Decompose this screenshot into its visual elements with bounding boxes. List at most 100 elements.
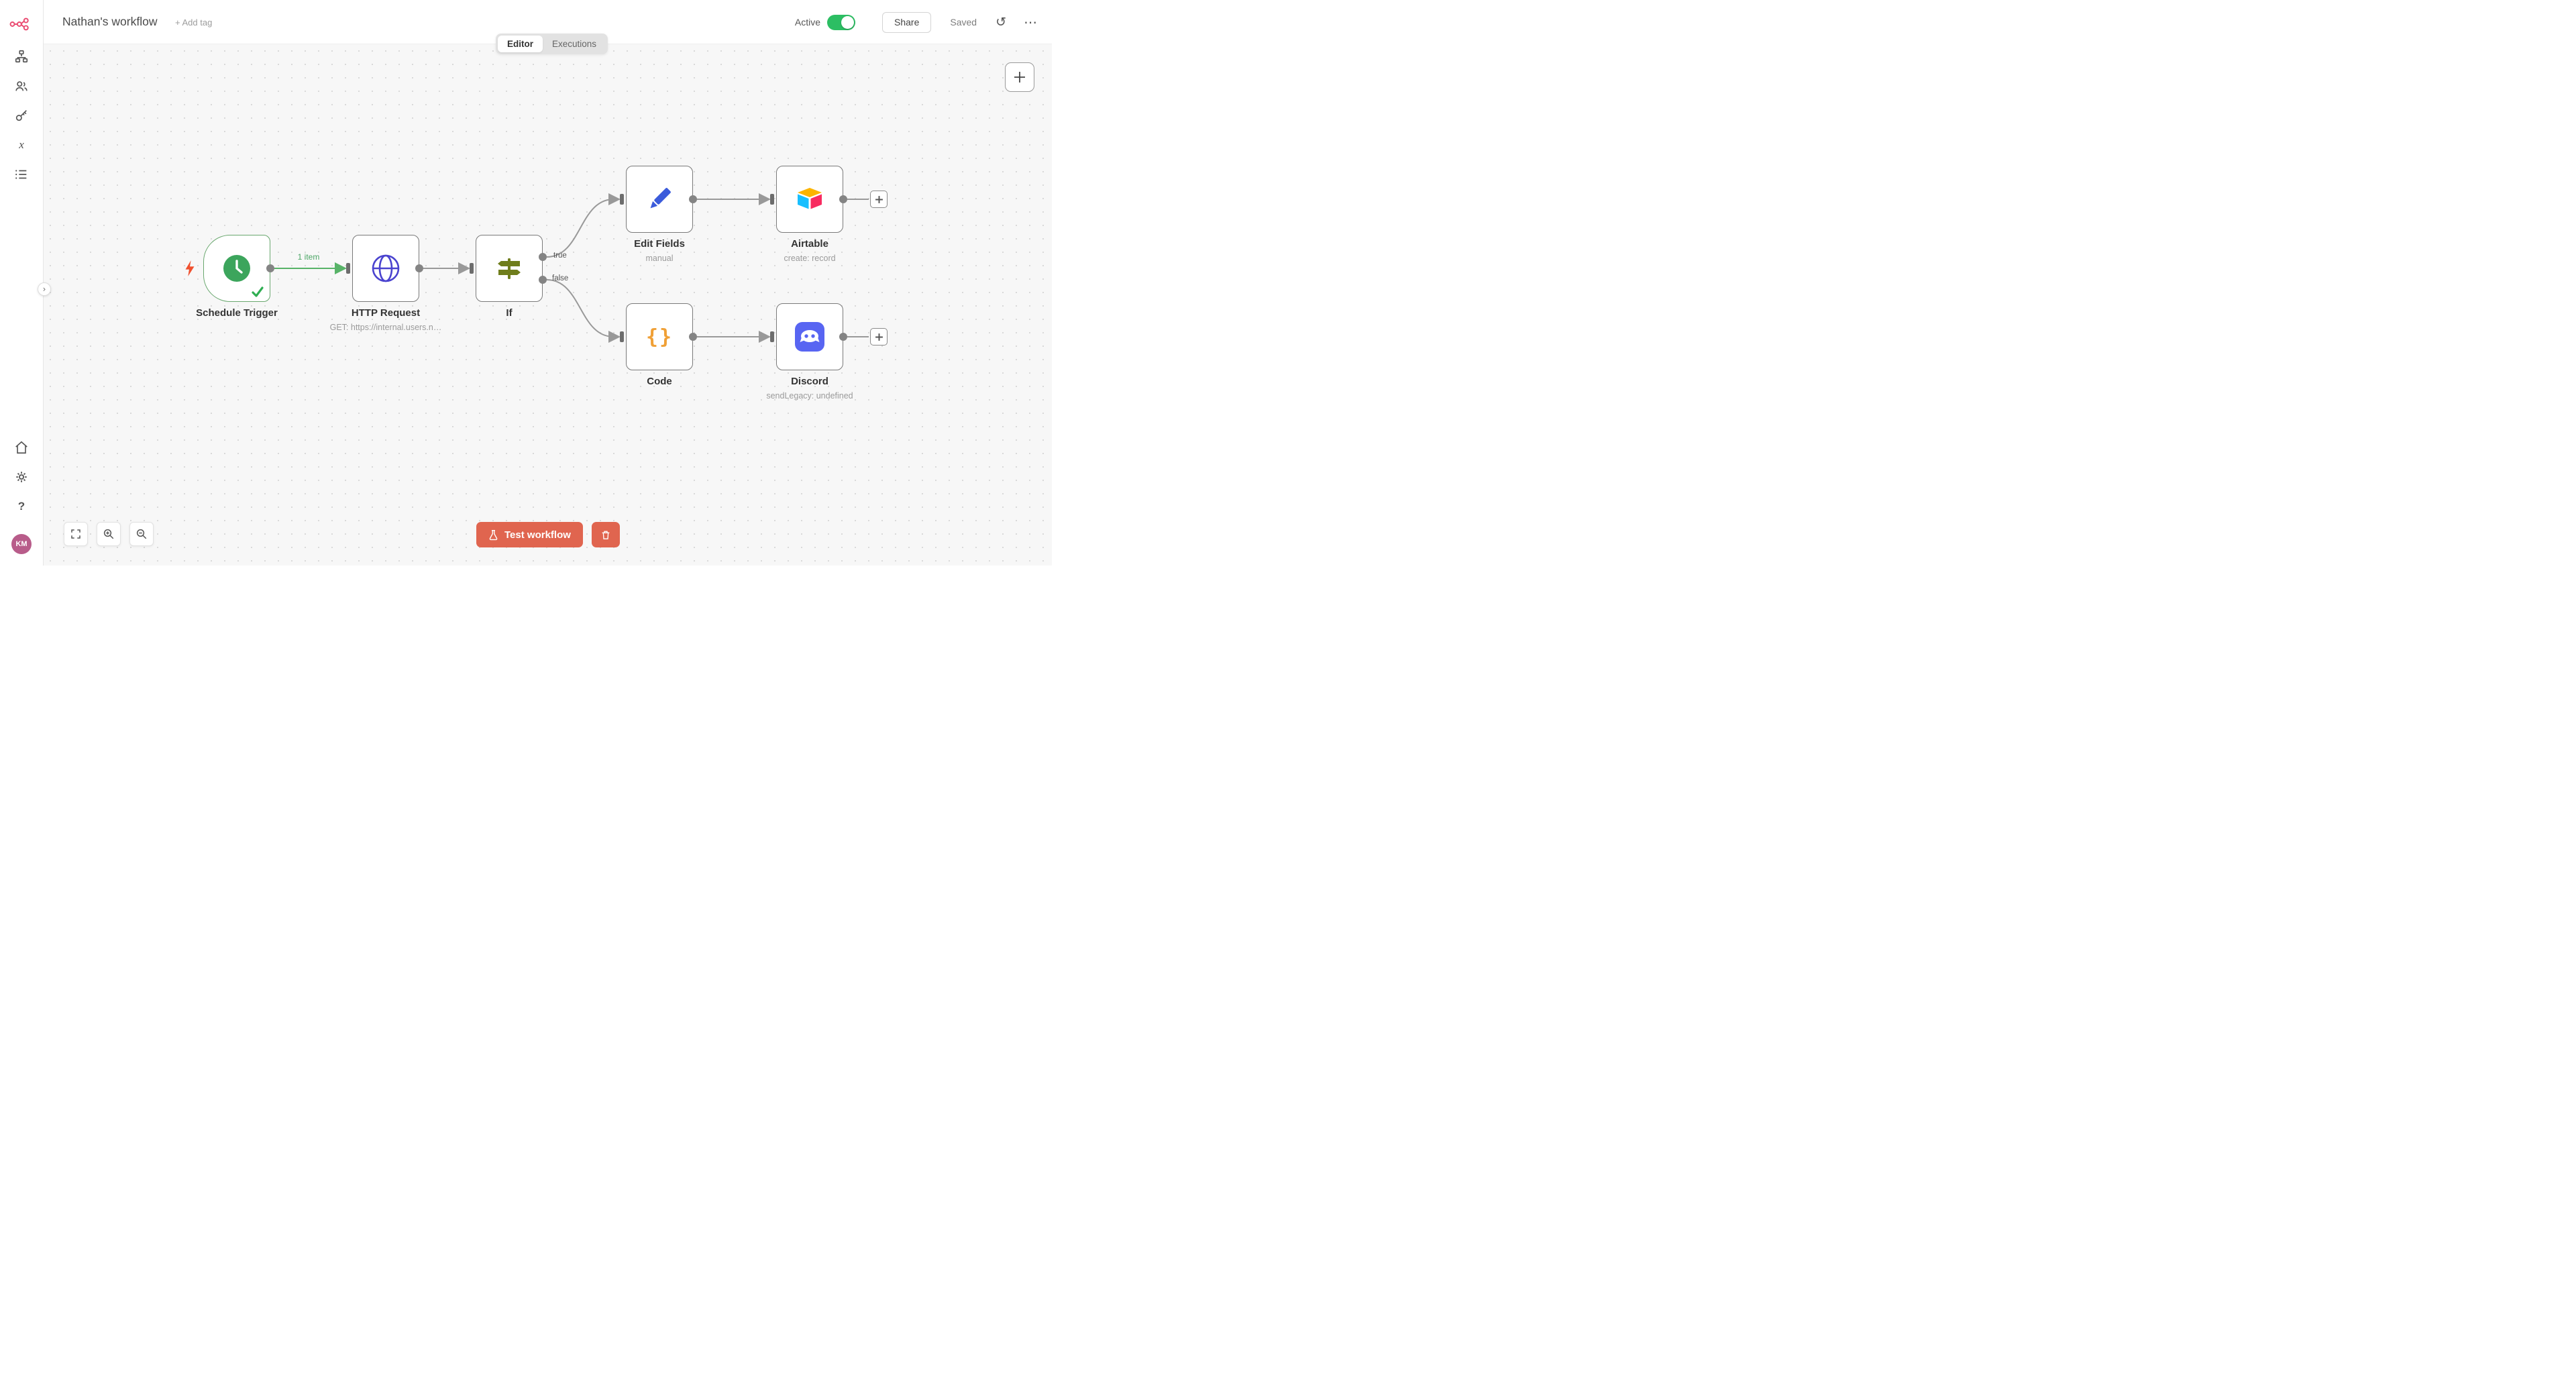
branch-false-label: false [552,274,569,282]
sidebar-expand-button[interactable]: › [38,282,51,296]
node-subtitle: create: record [784,254,836,263]
n8n-logo-icon [9,17,29,31]
sidebar: x ? KM [0,0,44,566]
success-check-icon [252,286,264,297]
node-label: Discord [791,376,828,387]
sidebar-item-executions[interactable] [9,162,34,187]
editor-executions-tabs: Editor Executions [496,34,608,54]
home-icon [15,441,28,454]
plus-icon [1014,72,1025,83]
chevron-right-icon: › [42,284,46,294]
delete-workflow-button[interactable] [592,522,620,547]
output-port-schedule[interactable] [266,264,274,272]
help-icon: ? [17,500,25,513]
toggle-knob [841,15,855,29]
sidebar-item-help[interactable]: ? [9,494,34,519]
user-group-icon [15,81,28,91]
node-schedule-trigger[interactable] [203,235,270,302]
zoom-in-icon [103,529,114,539]
node-label: Code [647,376,672,387]
saved-status: Saved [950,17,977,28]
zoom-out-icon [136,529,147,539]
sidebar-item-settings[interactable] [9,465,34,489]
sidebar-item-credentials[interactable] [9,103,34,127]
clock-icon [223,255,250,282]
zoom-in-button[interactable] [97,522,121,546]
tab-editor[interactable]: Editor [498,36,543,52]
node-http-request[interactable] [352,235,419,302]
node-label: Airtable [791,238,828,250]
code-braces-icon: {} [645,325,674,349]
zoom-out-button[interactable] [129,522,154,546]
add-next-node-button[interactable] [870,328,888,345]
plus-icon [875,195,883,203]
plus-icon [875,333,883,341]
output-port-http[interactable] [415,264,423,272]
node-discord[interactable] [776,303,843,370]
trigger-bolt-icon[interactable] [184,260,196,277]
input-port-discord[interactable] [770,331,774,342]
node-airtable[interactable] [776,166,843,233]
node-subtitle: sendLegacy: undefined [766,391,853,401]
airtable-icon [798,188,822,209]
branch-true-label: true [553,252,567,260]
input-port-http[interactable] [346,263,350,274]
n8n-app: x ? KM › Nathan's wo [0,0,1052,566]
input-port-edit-fields[interactable] [620,194,624,205]
trash-icon [602,531,610,539]
sidebar-item-shared[interactable] [9,74,34,98]
key-icon [15,110,27,121]
items-count-label: 1 item [297,252,320,262]
node-subtitle: manual [645,254,674,263]
node-subtitle: GET: https://internal.users.n… [329,323,442,332]
output-port-discord[interactable] [839,333,847,341]
node-code[interactable]: {} [626,303,693,370]
node-label: If [506,307,513,319]
sidebar-item-workflows[interactable] [9,44,34,68]
add-node-button[interactable] [1005,62,1034,92]
sidebar-item-home[interactable] [9,435,34,460]
node-label: HTTP Request [351,307,421,319]
output-port-code[interactable] [689,333,697,341]
add-next-node-button[interactable] [870,191,888,208]
history-button[interactable]: ↺ [996,14,1006,30]
header: Nathan's workflow + Add tag Active Share… [44,0,1052,44]
globe-icon [372,254,400,282]
header-right: Active Share Saved ↺ ⋯ [795,0,1037,44]
output-port-airtable[interactable] [839,195,847,203]
gear-icon [16,472,27,482]
input-port-airtable[interactable] [770,194,774,205]
executions-list-icon [15,170,27,179]
avatar-initials: KM [15,540,28,548]
node-label: Schedule Trigger [196,307,278,319]
discord-icon [795,322,824,352]
history-icon: ↺ [996,14,1006,30]
output-port-if-false[interactable] [539,276,547,284]
workflows-icon [15,50,28,63]
more-menu-button[interactable]: ⋯ [1024,15,1037,29]
workflow-canvas[interactable]: Schedule Trigger 1 item HTTP Request GET… [44,44,1052,566]
sidebar-item-variables[interactable]: x [9,133,34,157]
flask-icon [489,529,498,540]
tab-executions[interactable]: Executions [552,39,597,49]
if-signpost-icon [498,258,521,279]
fit-view-icon [71,529,80,539]
output-port-if-true[interactable] [539,253,547,261]
active-toggle[interactable] [827,14,856,30]
node-edit-fields[interactable] [626,166,693,233]
input-port-code[interactable] [620,331,624,342]
output-port-edit-fields[interactable] [689,195,697,203]
share-button[interactable]: Share [882,11,932,33]
input-port-if[interactable] [470,263,474,274]
fit-view-button[interactable] [64,522,88,546]
workflow-title[interactable]: Nathan's workflow [62,15,158,28]
node-if[interactable] [476,235,543,302]
connection-wires [274,193,869,343]
n8n-logo[interactable] [9,12,34,36]
test-workflow-button[interactable]: Test workflow [476,522,583,547]
pencil-icon [650,188,671,209]
test-workflow-label: Test workflow [504,529,571,541]
node-label: Edit Fields [634,238,685,250]
add-tag-button[interactable]: + Add tag [175,17,213,28]
user-avatar[interactable]: KM [11,534,32,554]
